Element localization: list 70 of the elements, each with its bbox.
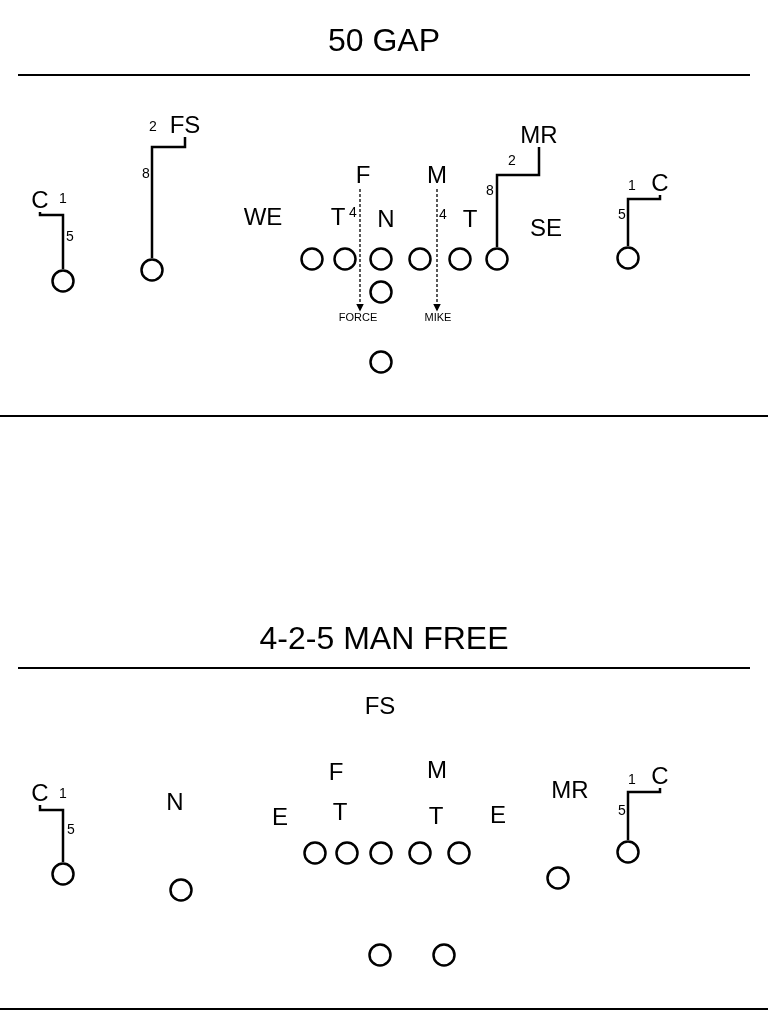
step-number: 1 [59, 191, 67, 205]
step-number: 5 [67, 822, 75, 836]
position-label: MR [520, 123, 558, 147]
player-circle [447, 841, 471, 865]
position-label: T [332, 800, 348, 824]
player-circle [140, 258, 164, 282]
player-circle [335, 841, 359, 865]
step-number: 1 [59, 786, 67, 800]
position-label: WE [243, 205, 283, 229]
player-circle [369, 247, 393, 271]
route-line [626, 788, 662, 840]
position-label: E [490, 803, 506, 827]
player-circle [432, 943, 456, 967]
route-line [38, 212, 65, 269]
position-label: MR [551, 778, 589, 802]
position-label: FS [364, 694, 396, 718]
step-number: 5 [618, 207, 626, 221]
player-circle [408, 247, 432, 271]
position-label: N [377, 207, 395, 231]
position-label: F [328, 760, 344, 784]
position-label: F [355, 163, 371, 187]
dashed-arrow [356, 188, 364, 312]
position-label: SE [530, 216, 562, 240]
step-number: 2 [508, 153, 516, 167]
step-number: 2 [149, 119, 157, 133]
player-circle [303, 841, 327, 865]
position-label: M [427, 758, 447, 782]
position-label: M [427, 163, 447, 187]
player-circle [368, 943, 392, 967]
route-line [38, 805, 65, 862]
position-label: C [31, 188, 49, 212]
route-line [150, 137, 187, 258]
player-circle [51, 269, 75, 293]
player-circle [369, 280, 393, 304]
position-label: FS [169, 113, 201, 137]
step-number: 8 [142, 166, 150, 180]
position-label: C [31, 781, 49, 805]
player-circle [51, 862, 75, 886]
player-circle [448, 247, 472, 271]
assignment-label: FORCE [338, 311, 378, 323]
route-line [626, 195, 662, 246]
step-number: 8 [486, 183, 494, 197]
position-label: N [166, 790, 184, 814]
position-label: E [272, 805, 288, 829]
step-number: 5 [66, 229, 74, 243]
player-circle [300, 247, 324, 271]
step-number: 1 [628, 178, 636, 192]
step-number: 5 [618, 803, 626, 817]
player-circle [408, 841, 432, 865]
assignment-label: MIKE [424, 311, 452, 323]
player-circle [333, 247, 357, 271]
step-number: 4 [349, 205, 357, 219]
player-circle [369, 350, 393, 374]
formation-title: 50 GAP [327, 22, 441, 59]
formation-title: 4-2-5 MAN FREE [259, 620, 509, 657]
dashed-arrow [433, 188, 441, 312]
player-circle [369, 841, 393, 865]
position-label: C [651, 764, 669, 788]
player-circle [616, 246, 640, 270]
position-label: T [428, 804, 444, 828]
step-number: 1 [628, 772, 636, 786]
player-circle [616, 840, 640, 864]
position-label: C [651, 171, 669, 195]
position-label: T [330, 205, 346, 229]
route-line [495, 147, 541, 247]
position-label: T [462, 207, 478, 231]
player-circle [169, 878, 193, 902]
step-number: 4 [439, 207, 447, 221]
player-circle [546, 866, 570, 890]
player-circle [485, 247, 509, 271]
